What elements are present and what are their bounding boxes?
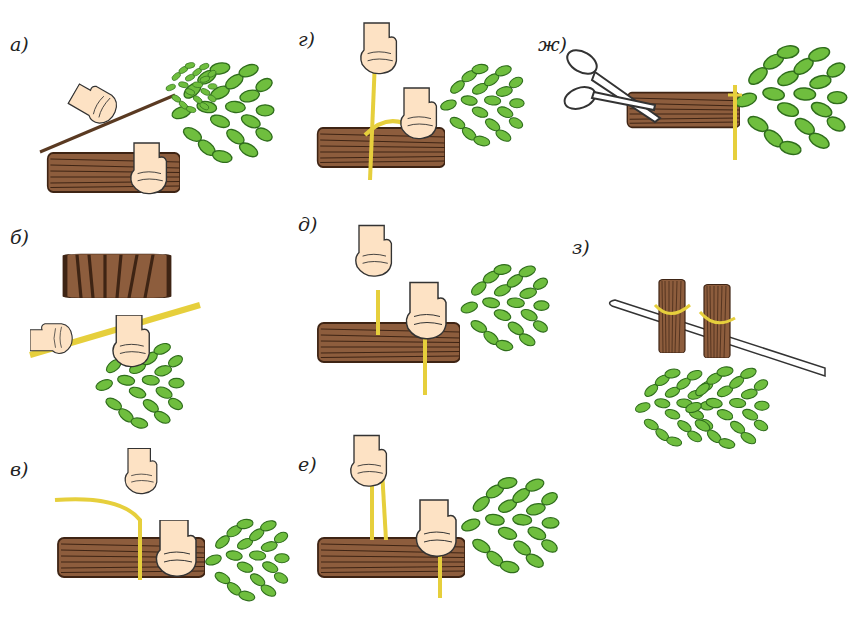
panel-e [318, 226, 550, 396]
panel-letter: д) [298, 215, 317, 234]
panel-c [55, 449, 289, 603]
panel-b [30, 254, 200, 430]
panel-d [318, 23, 525, 180]
scissors [562, 45, 660, 122]
panel-g [562, 44, 848, 160]
panel-letter: в) [10, 460, 28, 479]
panel-h [610, 280, 825, 450]
panel-f [318, 436, 559, 599]
panel-letter: г) [298, 30, 315, 49]
panel-letter: ж) [538, 35, 567, 54]
panel-letter: а) [10, 35, 29, 54]
panel-letter: е) [298, 455, 317, 474]
panel-letter: з) [572, 238, 590, 257]
panel-letter: б) [10, 228, 29, 247]
panel-a [40, 61, 274, 193]
